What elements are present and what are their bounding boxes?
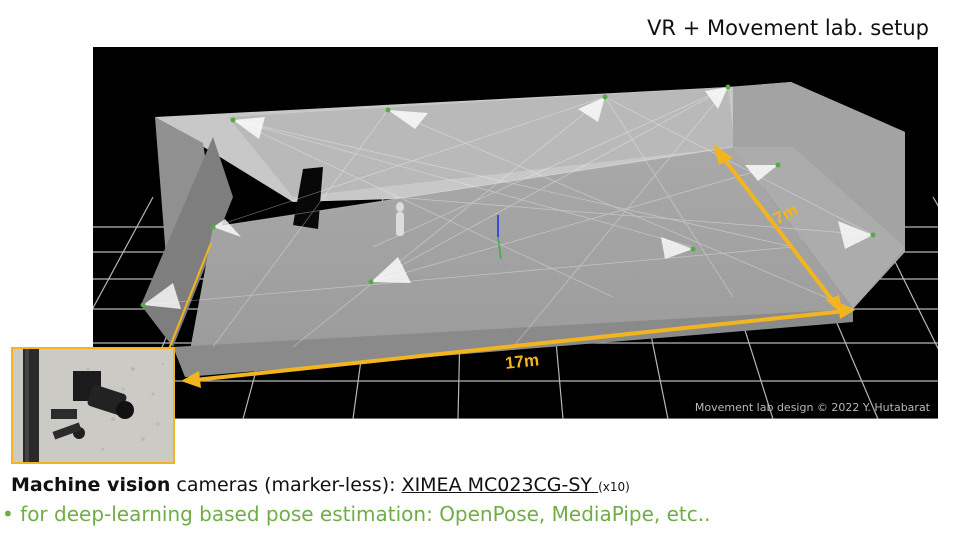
caption-bold: Machine vision bbox=[11, 474, 171, 496]
camera-cone bbox=[213, 219, 241, 237]
caption-text: cameras (marker-less): bbox=[170, 474, 402, 496]
camera-marker bbox=[210, 224, 216, 230]
camera-marker bbox=[602, 94, 608, 100]
render-credit: Movement lab design © 2022 Y. Hutabarat bbox=[694, 401, 930, 414]
camera-cone bbox=[661, 237, 693, 259]
camera-marker bbox=[870, 232, 876, 238]
wall-texture bbox=[86, 362, 165, 451]
lab-render-svg: 7m 17m bbox=[93, 82, 938, 419]
camera-cone bbox=[143, 283, 181, 309]
width-dimension-line bbox=[719, 153, 838, 307]
camera-cone bbox=[838, 221, 873, 249]
camera-cone bbox=[745, 165, 778, 181]
length-label: 17m bbox=[504, 350, 540, 372]
camera-marker bbox=[140, 302, 146, 308]
camera-cone bbox=[233, 117, 265, 139]
person-figure bbox=[396, 202, 404, 236]
camera-bracket bbox=[51, 409, 77, 419]
origin-axes bbox=[497, 215, 502, 260]
camera-marker bbox=[690, 246, 696, 252]
inset-leader-line bbox=[168, 242, 212, 350]
back-wall bbox=[228, 87, 735, 197]
length-arrow-left bbox=[181, 371, 201, 388]
camera-count: (x10) bbox=[598, 480, 630, 494]
camera-model-link[interactable]: XIMEA MC023CG-SY bbox=[401, 474, 599, 496]
camera-marker bbox=[725, 84, 731, 90]
camera-photo bbox=[11, 347, 175, 464]
camera-cone bbox=[705, 87, 728, 109]
camera-marker bbox=[368, 279, 374, 285]
camera-marker bbox=[230, 117, 236, 123]
camera-frustum-lines bbox=[142, 86, 874, 348]
front-wall bbox=[173, 309, 853, 377]
doorway bbox=[293, 167, 323, 229]
right-wall-face bbox=[733, 147, 905, 309]
length-dimension-line bbox=[194, 309, 846, 382]
camera-cone bbox=[371, 257, 411, 283]
camera-marker bbox=[385, 107, 391, 113]
camera-cone bbox=[388, 110, 428, 129]
lab-3d-render: 7m 17m Movement lab design © 2022 Y. Hut… bbox=[93, 47, 938, 419]
bullet-pose-estimation: • for deep-learning based pose estimatio… bbox=[2, 502, 711, 526]
camera-cones bbox=[143, 87, 873, 309]
camera-caption: Machine vision cameras (marker-less): XI… bbox=[11, 474, 630, 496]
camera-cone bbox=[578, 97, 605, 122]
slide-title: VR + Movement lab. setup bbox=[647, 16, 929, 40]
camera-marker bbox=[775, 162, 781, 168]
camera-photo-svg bbox=[13, 349, 173, 462]
camera-markers bbox=[140, 84, 876, 308]
length-arrow-right bbox=[838, 302, 855, 319]
width-arrow-top bbox=[713, 144, 733, 165]
dimension-lines bbox=[168, 144, 855, 388]
